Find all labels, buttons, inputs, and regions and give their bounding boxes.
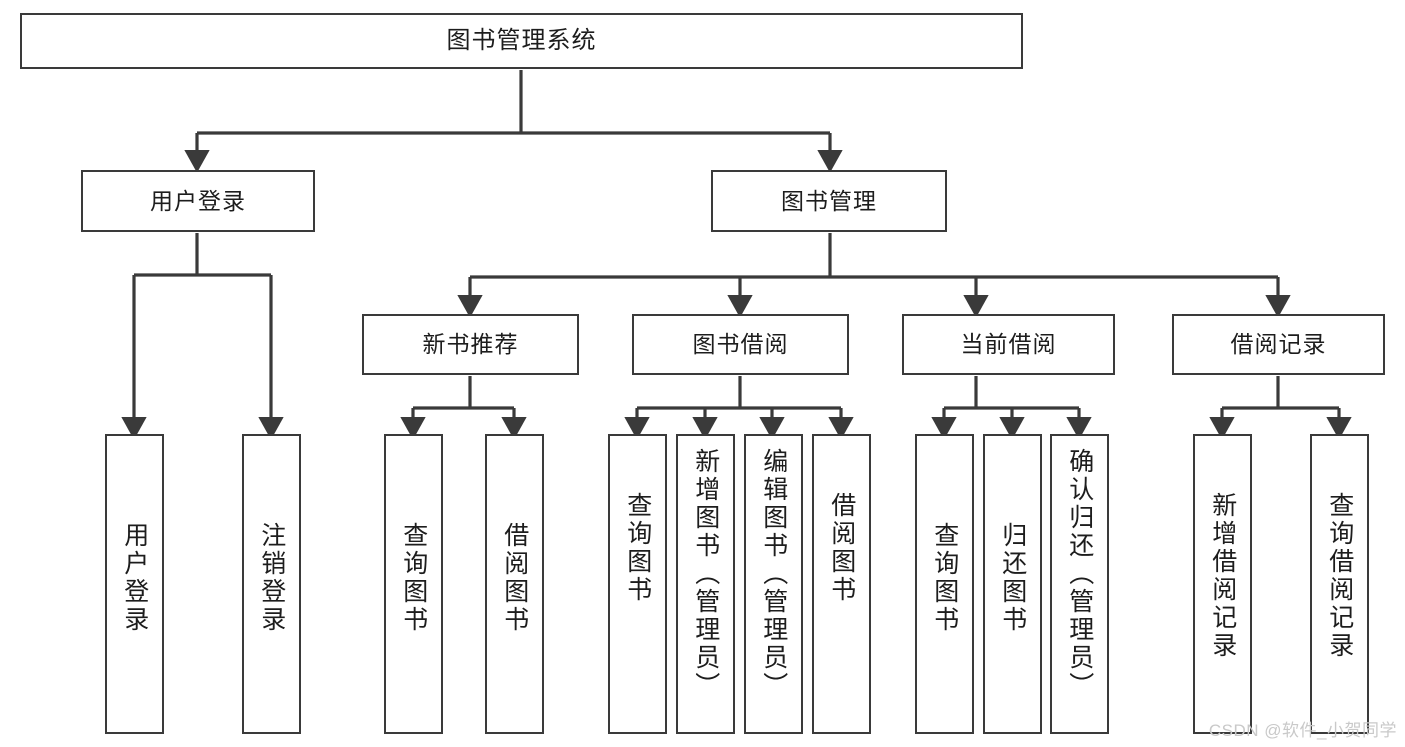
leaf-current-borrow-return-book[interactable]: 归还图书 (983, 434, 1042, 734)
leaf-label: 用户登录 (120, 522, 149, 634)
leaf-book-borrow-add-book-admin[interactable]: 新增图书（管理员） (676, 434, 735, 734)
leaf-label: 查询图书 (930, 522, 959, 634)
node-user-login[interactable]: 用户登录 (81, 170, 315, 232)
leaf-label: 编辑图书（管理员） (759, 448, 788, 700)
leaf-label: 查询借阅记录 (1325, 492, 1354, 660)
leaf-label: 查询图书 (399, 522, 428, 634)
leaf-label: 借阅图书 (500, 522, 529, 634)
node-book-borrow[interactable]: 图书借阅 (632, 314, 849, 375)
node-label: 用户登录 (150, 187, 246, 214)
leaf-book-borrow-edit-book-admin[interactable]: 编辑图书（管理员） (744, 434, 803, 734)
leaf-borrow-record-add-record[interactable]: 新增借阅记录 (1193, 434, 1252, 734)
leaf-new-book-query-book[interactable]: 查询图书 (384, 434, 443, 734)
node-label: 图书借阅 (692, 331, 789, 357)
node-label: 图书管理 (781, 187, 877, 214)
leaf-current-borrow-confirm-return-admin[interactable]: 确认归还（管理员） (1050, 434, 1109, 734)
leaf-borrow-record-query-record[interactable]: 查询借阅记录 (1310, 434, 1369, 734)
leaf-label: 借阅图书 (827, 492, 856, 604)
leaf-book-borrow-borrow-book[interactable]: 借阅图书 (812, 434, 871, 734)
node-borrow-record[interactable]: 借阅记录 (1172, 314, 1385, 375)
leaf-label: 新增图书（管理员） (691, 448, 720, 700)
leaf-label: 确认归还（管理员） (1065, 448, 1094, 700)
leaf-user-login-logout[interactable]: 注销登录 (242, 434, 301, 734)
leaf-new-book-borrow-book[interactable]: 借阅图书 (485, 434, 544, 734)
leaf-label: 归还图书 (998, 522, 1027, 634)
leaf-label: 查询图书 (623, 492, 652, 604)
node-current-borrow[interactable]: 当前借阅 (902, 314, 1115, 375)
leaf-user-login-login[interactable]: 用户登录 (105, 434, 164, 734)
node-label: 图书管理系统 (446, 27, 597, 54)
node-label: 当前借阅 (960, 331, 1057, 357)
leaf-label: 新增借阅记录 (1208, 492, 1237, 660)
node-label: 借阅记录 (1230, 331, 1327, 357)
leaf-book-borrow-query-book[interactable]: 查询图书 (608, 434, 667, 734)
node-root-book-management-system[interactable]: 图书管理系统 (20, 13, 1023, 69)
leaf-label: 注销登录 (257, 522, 286, 634)
node-new-book-recommendation[interactable]: 新书推荐 (362, 314, 579, 375)
node-book-management[interactable]: 图书管理 (711, 170, 947, 232)
leaf-current-borrow-query-book[interactable]: 查询图书 (915, 434, 974, 734)
csdn-watermark: CSDN @软件_小贺同学 (1208, 721, 1397, 740)
node-label: 新书推荐 (422, 331, 519, 357)
